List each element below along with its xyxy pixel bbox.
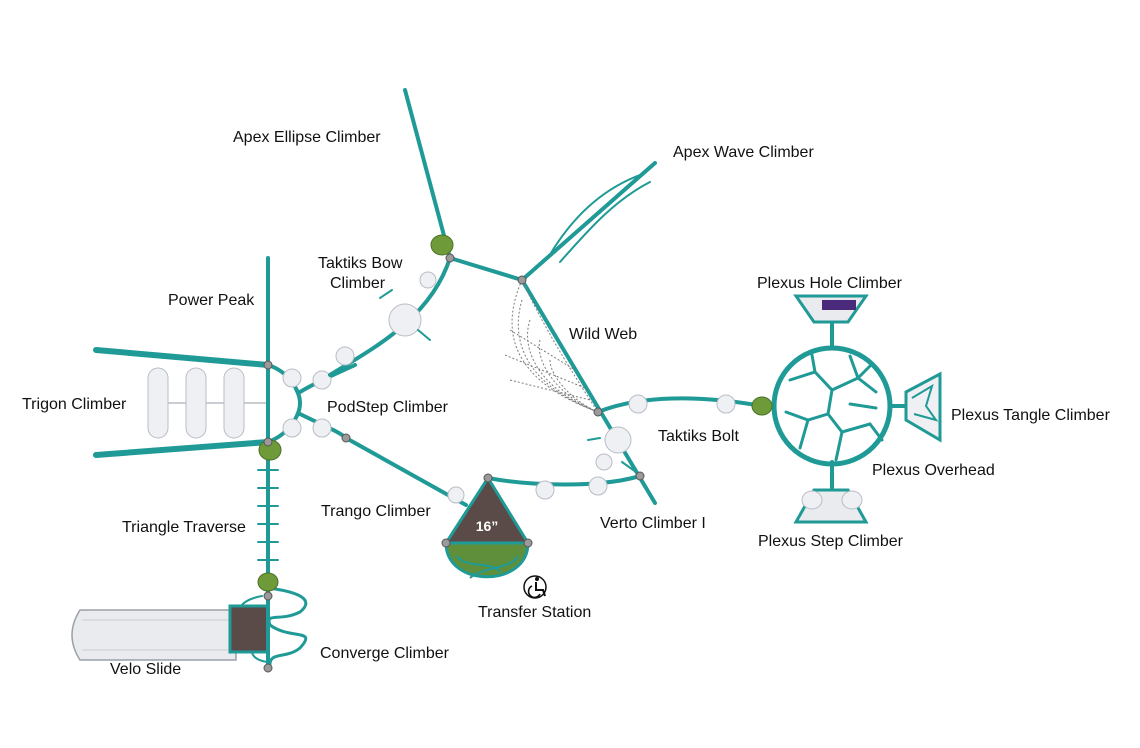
- label-podstep-climber: PodStep Climber: [327, 399, 449, 416]
- pad-bolt: [751, 396, 773, 416]
- joint: [341, 433, 351, 443]
- label-converge-climber: Converge Climber: [320, 645, 450, 662]
- label-power-peak: Power Peak: [168, 292, 255, 309]
- joint: [445, 253, 455, 263]
- trango-climber: [344, 436, 468, 507]
- apex-ellipse-climber: [403, 88, 452, 260]
- label-plexus-hole-climber: Plexus Hole Climber: [757, 275, 903, 292]
- plexus-tangle-climber: [904, 371, 942, 443]
- wheelchair-icon: [523, 575, 547, 599]
- label-apex-ellipse-climber: Apex Ellipse Climber: [233, 129, 381, 146]
- joint: [263, 591, 273, 601]
- label-transfer-station: Transfer Station: [478, 604, 591, 621]
- label-wild-web: Wild Web: [569, 326, 637, 343]
- joint: [441, 538, 451, 548]
- label-taktiks-bolt: Taktiks Bolt: [658, 428, 739, 445]
- label-taktiks-bow-1: Taktiks Bow: [318, 255, 403, 272]
- triangle-traverse: [257, 448, 279, 582]
- label-verto-climber: Verto Climber I: [600, 515, 706, 532]
- label-trango-climber: Trango Climber: [321, 503, 431, 520]
- label-plexus-tangle-climber: Plexus Tangle Climber: [951, 407, 1111, 424]
- pad-traverse: [257, 572, 279, 592]
- plexus-step-climber: [793, 488, 869, 524]
- joint: [517, 275, 527, 285]
- apex-wave-climber: [448, 161, 657, 282]
- velo-slide: [71, 609, 237, 661]
- joint: [263, 437, 273, 447]
- verto-climber: [486, 474, 642, 500]
- joint: [263, 663, 273, 673]
- joint: [483, 473, 493, 483]
- plexus-overhead: [771, 320, 908, 492]
- slide-platform: [228, 604, 270, 654]
- pad-apex: [430, 234, 454, 256]
- trigon-climber: [93, 347, 271, 458]
- label-plexus-step-climber: Plexus Step Climber: [758, 533, 904, 550]
- joint: [263, 360, 273, 370]
- label-velo-slide: Velo Slide: [110, 661, 181, 678]
- label-apex-wave-climber: Apex Wave Climber: [673, 144, 814, 161]
- taktiks-bow-climber: [328, 256, 452, 377]
- taktiks-bolt: [587, 394, 764, 473]
- wild-web: [504, 278, 657, 505]
- platform-height: 16”: [476, 518, 499, 534]
- transfer-station-platform: 16”: [443, 475, 531, 579]
- label-trigon-climber: Trigon Climber: [22, 396, 127, 413]
- joint: [523, 538, 533, 548]
- label-plexus-overhead: Plexus Overhead: [872, 462, 995, 479]
- joint: [635, 471, 645, 481]
- joint: [593, 407, 603, 417]
- label-taktiks-bow-2: Climber: [330, 275, 386, 292]
- plexus-hole-climber: [793, 294, 869, 324]
- label-triangle-traverse: Triangle Traverse: [122, 519, 246, 536]
